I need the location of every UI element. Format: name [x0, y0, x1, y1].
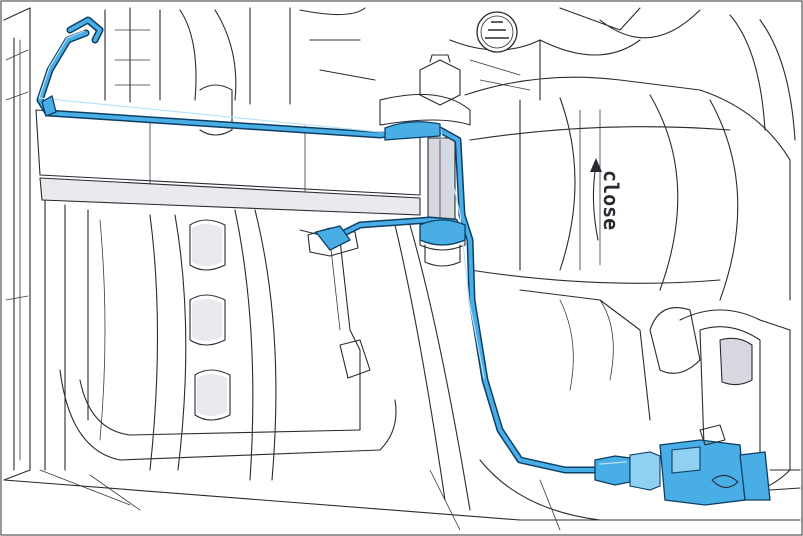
manufacturer-logo-icon — [476, 11, 518, 53]
cable-clip-bracket — [314, 225, 351, 251]
wear-sensor-cable — [36, 16, 801, 506]
cable-clip-pin — [419, 219, 466, 246]
sensor-connector — [594, 424, 801, 506]
close-label: close — [599, 170, 623, 230]
piston-stack — [189, 84, 233, 421]
cable-clip-start — [41, 94, 57, 117]
close-annotation: close — [590, 158, 623, 241]
cable-clip-beam — [384, 121, 441, 141]
arrow-head — [590, 158, 602, 172]
